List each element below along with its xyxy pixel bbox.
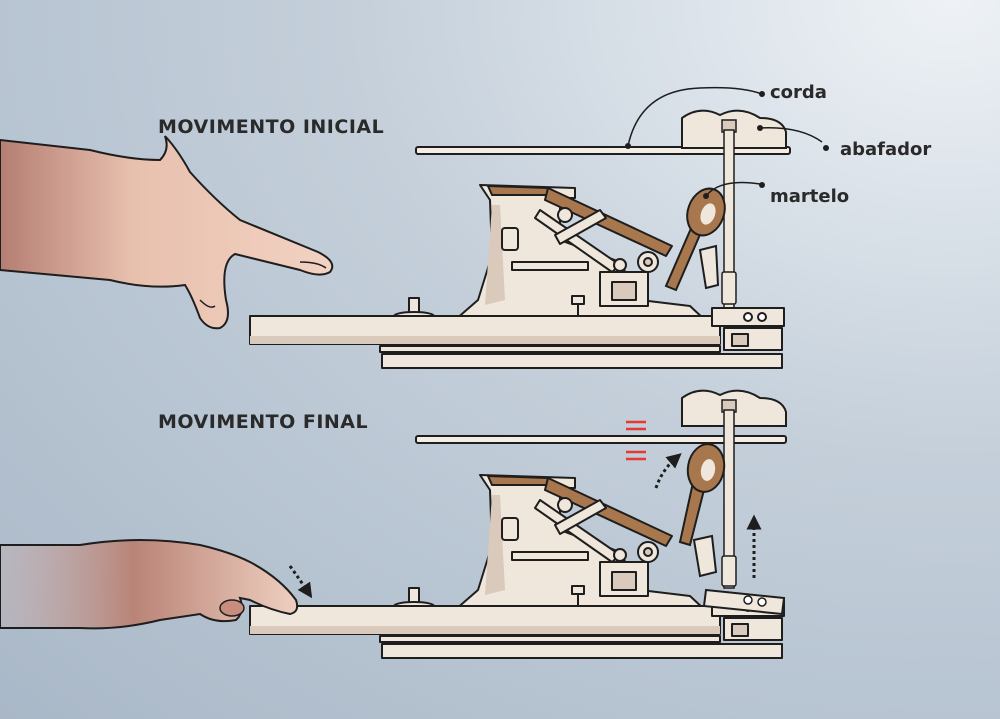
label-damper: abafador (840, 139, 932, 160)
final-movement-panel (0, 389, 787, 659)
initial-movement-title: MOVIMENTO INICIAL (158, 116, 385, 138)
finger-motion-arrow (288, 565, 313, 599)
label-string: corda (770, 82, 827, 103)
red-vibration-marks (626, 420, 646, 461)
hammer-motion-arrow (654, 453, 682, 489)
final-movement-title: MOVIMENTO FINAL (158, 411, 369, 433)
initial-movement-panel (0, 86, 829, 369)
hand-initial (0, 135, 334, 330)
label-hammer: martelo (770, 186, 850, 207)
string-bottom (415, 435, 787, 444)
